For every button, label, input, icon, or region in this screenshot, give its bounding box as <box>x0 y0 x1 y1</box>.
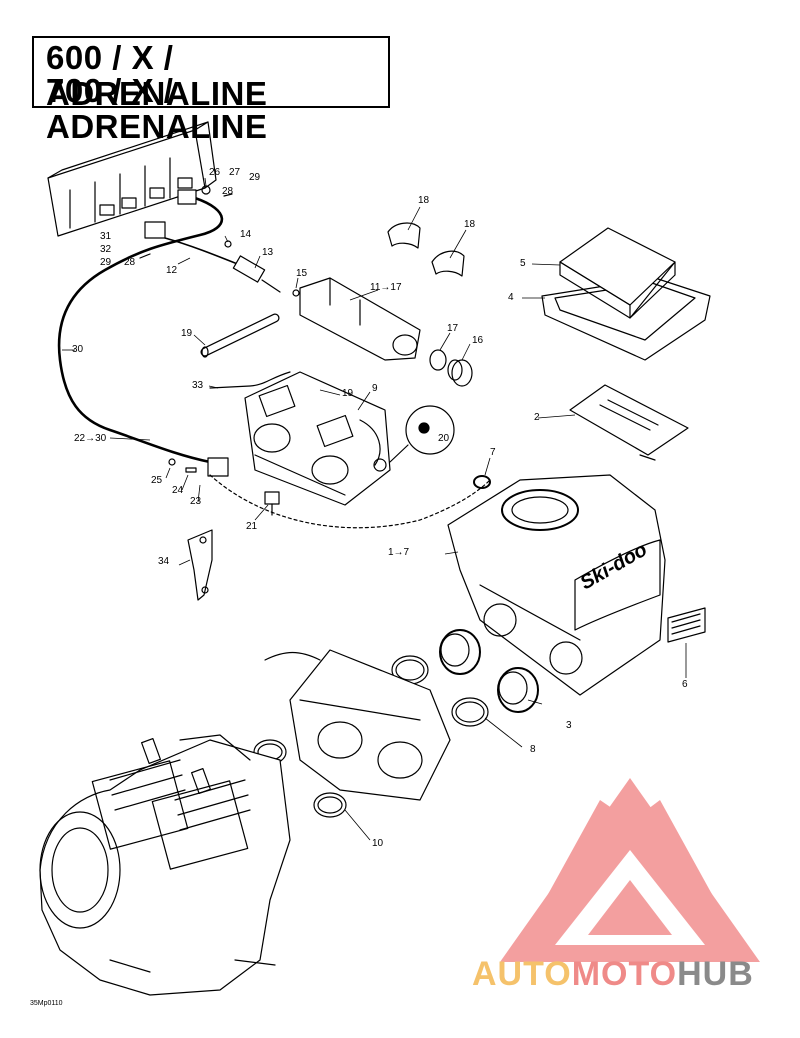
callout-27: 27 <box>229 167 241 178</box>
callout-18a: 18 <box>418 195 430 206</box>
screw-28b <box>139 253 151 259</box>
callout-28b: 28 <box>124 257 136 268</box>
clamp-8b <box>451 697 489 727</box>
watermark-part-3: HUB <box>677 955 754 993</box>
callout-18b: 18 <box>464 219 476 230</box>
callout-24: 24 <box>172 485 184 496</box>
callout-34: 34 <box>158 556 170 567</box>
grommet-7 <box>473 475 491 489</box>
watermark-logo <box>500 778 760 962</box>
callout-12: 12 <box>166 265 178 276</box>
foam-pad-5 <box>559 227 676 319</box>
callout-32: 32 <box>100 244 112 255</box>
callout-28a: 28 <box>222 186 234 197</box>
clip-18a <box>387 222 421 249</box>
callout-33: 33 <box>192 380 204 391</box>
callout-29b: 29 <box>100 257 112 268</box>
part-20-detail <box>389 405 455 463</box>
wiring-harness <box>57 189 491 529</box>
engine-block <box>39 734 291 996</box>
callout-22-30: 22→30 <box>74 433 107 444</box>
watermark-part-2: MOTO <box>571 955 678 993</box>
callout-1-7: 1→7 <box>388 547 410 558</box>
callout-11-17: 11→17 <box>370 282 402 293</box>
clip-18b <box>431 250 465 277</box>
callout-26: 26 <box>209 167 221 178</box>
air-silencer <box>447 474 666 696</box>
hose-33 <box>209 371 291 389</box>
callout-14: 14 <box>240 229 252 240</box>
screw-28a <box>223 193 233 197</box>
callout-10: 10 <box>372 838 384 849</box>
adaptor-3b <box>497 667 539 713</box>
clamp-10b <box>313 792 347 818</box>
watermark-text: AUTOMOTOHUB <box>472 955 754 994</box>
callout-19b: 19 <box>342 388 354 399</box>
screw-24 <box>185 467 197 473</box>
callout-17: 17 <box>447 323 459 334</box>
callout-16: 16 <box>472 335 484 346</box>
fitting-16 <box>447 359 473 387</box>
bracket-34 <box>187 529 213 601</box>
nut-25 <box>168 458 176 466</box>
callout-5: 5 <box>520 258 526 269</box>
callout-7: 7 <box>490 447 496 458</box>
adaptor-3a <box>439 629 481 675</box>
callout-2: 2 <box>534 412 540 423</box>
ecu-module <box>47 121 217 237</box>
o-ring-17 <box>429 349 447 371</box>
sensor-13 <box>232 255 281 293</box>
title-line-1: 600 / X / ADRENALINE <box>46 39 268 112</box>
callout-29a: 29 <box>249 172 261 183</box>
title-line-2: 700 / X / ADRENALINE <box>46 72 268 145</box>
callout-8: 8 <box>530 744 536 755</box>
sensor-21 <box>264 491 280 516</box>
callout-20: 20 <box>438 433 450 444</box>
watermark-part-1: AUTO <box>472 955 572 993</box>
leader-lines <box>62 177 687 841</box>
callout-3: 3 <box>566 720 572 731</box>
title-box: 600 / X / ADRENALINE 700 / X / ADRENALIN… <box>32 36 390 145</box>
plate-2 <box>569 384 689 461</box>
callout-23: 23 <box>190 496 202 507</box>
fuel-hose-19 <box>200 313 280 358</box>
decal-6 <box>667 607 706 643</box>
throttle-body-assembly <box>244 371 391 506</box>
screw-14 <box>224 240 232 248</box>
fuel-rail <box>299 277 421 361</box>
diagram-code: 35Mp0110 <box>30 1000 63 1007</box>
callout-9: 9 <box>372 383 378 394</box>
callout-31: 31 <box>100 231 112 242</box>
lower-throttle-body-assembly <box>264 649 451 801</box>
callout-15: 15 <box>296 268 308 279</box>
callout-30: 30 <box>72 344 84 355</box>
callout-4: 4 <box>508 292 514 303</box>
callout-13: 13 <box>262 247 274 258</box>
callout-21: 21 <box>246 521 258 532</box>
screw-15 <box>292 289 300 297</box>
callout-19a: 19 <box>181 328 193 339</box>
callout-25: 25 <box>151 475 163 486</box>
callout-6: 6 <box>682 679 688 690</box>
